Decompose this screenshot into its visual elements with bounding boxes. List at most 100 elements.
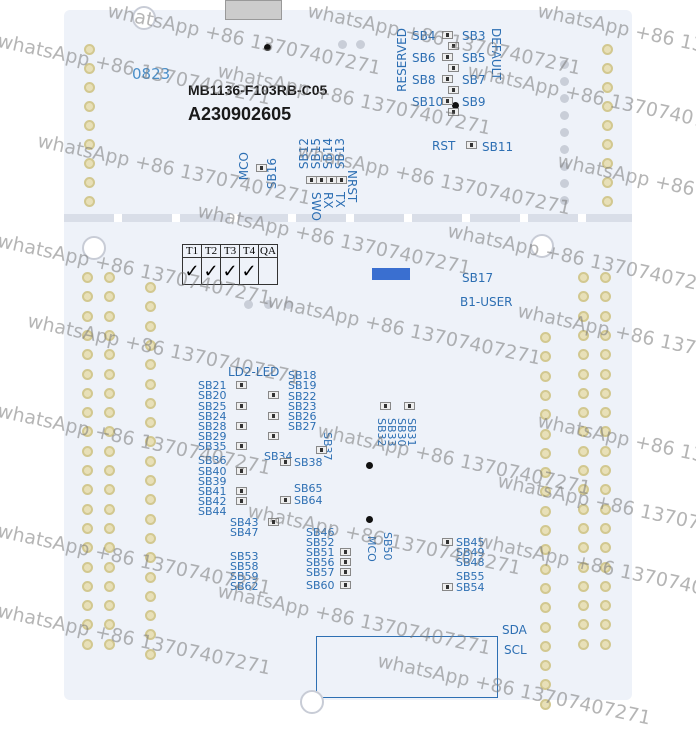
header-pin: [578, 465, 589, 476]
sb-label: SB42: [198, 495, 227, 508]
sb-label: SB8: [412, 73, 436, 87]
sb-label: SB49: [456, 546, 485, 559]
sb-label: SB35: [198, 440, 227, 453]
board-code: 0823: [132, 65, 171, 83]
header-pin: [145, 552, 156, 564]
sb-label: SB47: [230, 526, 259, 539]
sb-label: SB27: [288, 420, 317, 433]
header-pin: [145, 513, 156, 525]
nrst-label: NRST: [345, 170, 359, 203]
header-pin: [602, 63, 613, 74]
header-pin: [82, 329, 93, 341]
header-pin: [145, 610, 156, 622]
header-pin: [540, 505, 551, 517]
qa-header: QA: [258, 244, 278, 258]
header-pin: [104, 503, 115, 515]
solder-bridge-pad: [336, 176, 347, 184]
sb-label: SB28: [198, 420, 227, 433]
solder-bridge-pad: [340, 548, 351, 556]
header-pin: [145, 455, 156, 467]
header-pin: [600, 329, 611, 341]
header-pin: [84, 120, 95, 131]
header-pin: [578, 349, 589, 361]
ld2-led-label: LD2-LED: [228, 365, 280, 379]
sb-label: SB62: [230, 580, 259, 593]
header-pin: [600, 542, 611, 554]
header-pin: [578, 291, 589, 303]
header-pin: [578, 503, 589, 515]
sb-label: SB19: [288, 379, 317, 392]
via-hole: [284, 300, 293, 309]
header-pin: [600, 368, 611, 380]
header-pin: [84, 101, 95, 112]
header-pin: [82, 407, 93, 419]
header-pin: [600, 387, 611, 399]
header-pin: [540, 370, 551, 382]
header-pin: [578, 484, 589, 496]
header-pin: [578, 542, 589, 554]
header-pin: [145, 301, 156, 313]
header-pin: [145, 339, 156, 351]
header-pin: [104, 445, 115, 457]
header-pin: [104, 407, 115, 419]
header-pin: [145, 532, 156, 544]
header-pin: [145, 494, 156, 506]
via-hole: [338, 40, 347, 49]
header-pin: [578, 638, 589, 650]
header-pin: [600, 310, 611, 322]
solder-bridge-pad: [268, 391, 279, 399]
solder-bridge-pad: [442, 583, 453, 591]
header-pin: [82, 638, 93, 650]
sb-label: SB43: [230, 516, 259, 529]
qa-mark: [258, 257, 278, 285]
header-pin: [145, 571, 156, 583]
sb-label: MCO: [365, 536, 378, 562]
sb-label: SB10: [412, 95, 444, 109]
solder-bridge-pad: [268, 432, 279, 440]
header-pin: [84, 177, 95, 188]
solder-bridge-pad: [316, 446, 327, 454]
header-pin: [540, 486, 551, 498]
header-pin: [84, 63, 95, 74]
header-pin: [145, 397, 156, 409]
header-pin: [145, 417, 156, 429]
sb-label: SB51: [306, 546, 335, 559]
tx-label: TX: [333, 192, 347, 208]
sb-label: SB56: [306, 556, 335, 569]
header-pin: [145, 475, 156, 486]
header-pin: [82, 368, 93, 380]
header-pin: [104, 329, 115, 341]
qa-header: T4: [239, 244, 259, 258]
header-pin: [578, 387, 589, 399]
header-pin: [104, 465, 115, 476]
header-pin: [82, 387, 93, 399]
header-pin: [540, 467, 551, 479]
header-pin: [82, 445, 93, 457]
header-pin: [578, 329, 589, 341]
header-pin: [82, 503, 93, 515]
default-label: DEFAULT: [489, 28, 503, 80]
header-pin: [84, 44, 95, 55]
sb-label: SB45: [456, 536, 485, 549]
header-pin: [82, 600, 93, 612]
header-pin: [540, 582, 551, 594]
solder-bridge-pad: [280, 458, 291, 466]
header-pin: [104, 580, 115, 592]
sb-label: SB21: [198, 379, 227, 392]
header-pin: [104, 368, 115, 380]
header-pin: [578, 426, 589, 438]
header-pin: [600, 522, 611, 534]
solder-bridge-pad: [380, 402, 391, 410]
via-hole: [560, 60, 569, 69]
header-pin: [540, 332, 551, 343]
sb-label: SB64: [294, 494, 323, 507]
via-hole: [356, 40, 365, 49]
header-pin: [540, 525, 551, 536]
mounting-hole: [530, 234, 554, 258]
header-pin: [600, 465, 611, 476]
header-pin: [145, 359, 156, 371]
header-pin: [540, 544, 551, 556]
header-pin: [600, 580, 611, 592]
sb-label: SB9: [462, 95, 486, 109]
header-pin: [602, 158, 613, 169]
